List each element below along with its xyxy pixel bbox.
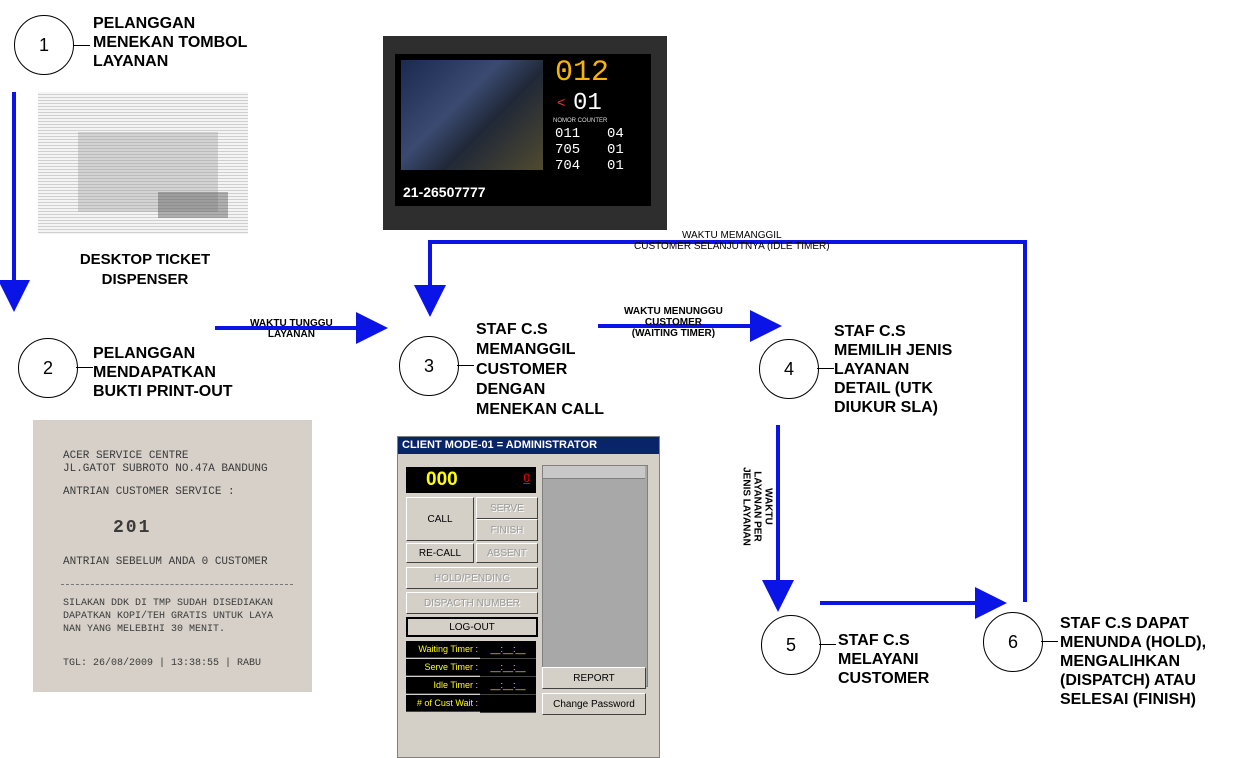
service-time-label-wrap: WAKTU LAYANAN PER JENIS LAYANAN — [741, 440, 774, 570]
client-window: CLIENT MODE-01 = ADMINISTRATOR 000 0 CAL… — [397, 436, 660, 758]
step-2-number: 2 — [42, 357, 53, 378]
step-3-connector — [457, 365, 474, 366]
finish-button[interactable]: FINISH — [476, 519, 538, 541]
display-video-area — [401, 60, 543, 170]
step-4-circle: 4 — [759, 339, 819, 399]
step-2-connector — [76, 367, 93, 368]
step-1-label: PELANGGAN MENEKAN TOMBOL LAYANAN — [93, 15, 248, 70]
arrow-6-to-3 — [414, 240, 1027, 602]
client-window-title: CLIENT MODE-01 = ADMINISTRATOR — [398, 437, 659, 454]
display-main-number: 012 — [555, 56, 610, 90]
step-6-number: 6 — [1007, 631, 1018, 652]
queue-listbox-header — [543, 466, 645, 479]
ticket-dispenser-photo — [38, 92, 248, 234]
dispatch-button[interactable]: DISPACTH NUMBER — [406, 592, 538, 614]
display-row-3-number: 704 — [555, 158, 581, 174]
display-counter-label: NOMOR COUNTER — [553, 118, 608, 124]
cust-wait-label: # of Cust Wait : — [406, 695, 480, 712]
call-button[interactable]: CALL — [406, 497, 474, 541]
step-4-number: 4 — [783, 358, 794, 379]
display-row-3-counter: 01 — [607, 158, 624, 174]
waiting-timer-label: Waiting Timer : — [406, 641, 480, 658]
step-5-number: 5 — [785, 634, 796, 655]
receipt-divider — [61, 584, 293, 585]
dispenser-caption: DESKTOP TICKET DISPENSER — [79, 251, 211, 288]
display-screen: 012 < 01 NOMOR COUNTER 011 04 705 01 704… — [395, 54, 651, 206]
idle-timer-label: WAKTU MEMANGGIL CUSTOMER SELANJUTNYA (ID… — [634, 230, 830, 252]
receipt-line-2: JL.GATOT SUBROTO NO.47A BANDUNG — [63, 463, 268, 475]
queue-listbox[interactable] — [542, 465, 648, 687]
step-1-circle: 1 — [14, 15, 74, 75]
logout-button[interactable]: LOG-OUT — [406, 617, 538, 637]
wait-customer-label: WAKTU MENUNGGU CUSTOMER (WAITING TIMER) — [624, 306, 723, 339]
receipt-line-4: ANTRIAN SEBELUM ANDA 0 CUSTOMER — [63, 556, 268, 568]
receipt-line-5: SILAKAN DDK DI TMP SUDAH DISEDIAKAN — [63, 598, 274, 609]
display-counter: 01 — [573, 90, 602, 117]
display-row-1-number: 011 — [555, 126, 581, 142]
receipt-line-8: TGL: 26/08/2009 | 13:38:55 | RABU — [63, 658, 262, 669]
wait-service-label: WAKTU TUNGGU LAYANAN — [250, 318, 333, 340]
step-5-circle: 5 — [761, 615, 821, 675]
cust-wait-value — [480, 695, 536, 713]
client-number-display: 000 0 — [406, 467, 536, 493]
serve-timer-value: __:__:__ — [480, 659, 536, 677]
step-3-number: 3 — [423, 355, 434, 376]
step-3-label: STAF C.S MEMANGGIL CUSTOMER DENGAN MENEK… — [476, 321, 604, 418]
step-6-label: STAF C.S DAPAT MENUNDA (HOLD), MENGALIHK… — [1060, 615, 1207, 708]
display-row-2-number: 705 — [555, 142, 581, 158]
waiting-timer-value: __:__:__ — [480, 641, 536, 659]
recall-button[interactable]: RE-CALL — [406, 543, 474, 563]
display-phone: 21-26507777 — [403, 184, 486, 200]
idle-timer-value: __:__:__ — [480, 677, 536, 695]
report-button[interactable]: REPORT — [542, 667, 646, 689]
service-time-label: WAKTU LAYANAN PER JENIS LAYANAN — [740, 467, 774, 546]
step-5-label: STAF C.S MELAYANI CUSTOMER — [838, 632, 930, 687]
receipt-line-6: DAPATKAN KOPI/TEH GRATIS UNTUK LAYA — [63, 611, 274, 622]
chevron-left-icon: < — [557, 96, 566, 112]
receipt-line-3: ANTRIAN CUSTOMER SERVICE : — [63, 486, 235, 498]
receipt-number: 201 — [113, 518, 152, 538]
queue-display-photo: 012 < 01 NOMOR COUNTER 011 04 705 01 704… — [383, 36, 667, 230]
step-1-number: 1 — [38, 34, 49, 55]
dispenser-body — [78, 132, 218, 212]
step-5-connector — [819, 644, 836, 645]
serve-timer-label: Serve Timer : — [406, 659, 480, 676]
step-6-connector — [1041, 641, 1058, 642]
step-2-circle: 2 — [18, 338, 78, 398]
step-1-connector — [73, 45, 90, 46]
step-4-label: STAF C.S MEMILIH JENIS LAYANAN DETAIL (U… — [834, 323, 953, 416]
absent-button[interactable]: ABSENT — [476, 543, 538, 563]
display-row-2-counter: 01 — [607, 142, 624, 158]
step-3-circle: 3 — [399, 336, 459, 396]
step-6-circle: 6 — [983, 612, 1043, 672]
client-current-number: 000 — [426, 469, 458, 490]
client-indicator: 0 — [523, 471, 530, 485]
dispenser-slot — [158, 192, 228, 218]
idle-timer-label-field: Idle Timer : — [406, 677, 480, 694]
receipt-line-1: ACER SERVICE CENTRE — [63, 450, 189, 462]
hold-button[interactable]: HOLD/PENDING — [406, 567, 538, 589]
serve-button[interactable]: SERVE — [476, 497, 538, 519]
display-row-1-counter: 04 — [607, 126, 624, 142]
change-password-button[interactable]: Change Password — [542, 693, 646, 715]
receipt-photo: ACER SERVICE CENTRE JL.GATOT SUBROTO NO.… — [33, 420, 312, 692]
step-2-label: PELANGGAN MENDAPATKAN BUKTI PRINT-OUT — [93, 345, 233, 400]
receipt-line-7: NAN YANG MELEBIHI 30 MENIT. — [63, 624, 226, 635]
step-4-connector — [817, 368, 834, 369]
